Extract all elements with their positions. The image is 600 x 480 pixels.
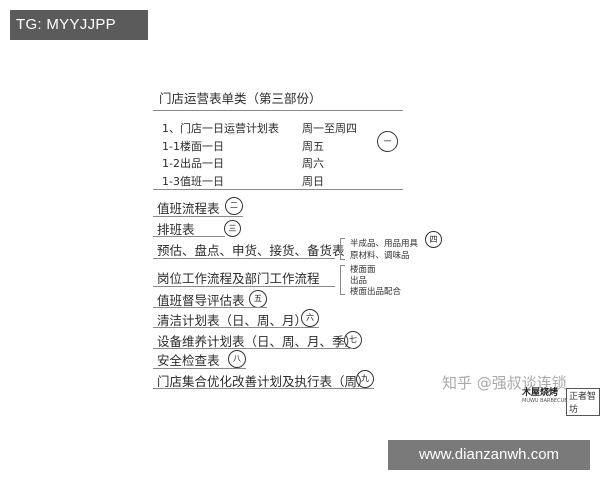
schedule-row-label: 1-2出品一日: [162, 157, 224, 170]
bracket: [340, 265, 345, 266]
schedule-row-day: 周一至周四: [302, 122, 357, 135]
form-item-label: 值班流程表: [157, 201, 220, 216]
schedule-row-label: 1-3值班一日: [162, 175, 224, 188]
divider: [153, 189, 403, 190]
schedule-row-day: 周六: [302, 157, 324, 170]
brand-logo: 木屋烧烤 MUWU BARBECUE: [522, 389, 567, 405]
section-badge: 九: [356, 370, 374, 388]
divider: [153, 236, 225, 237]
bracket: [340, 294, 345, 295]
schedule-row-label: 1-1楼面一日: [162, 140, 224, 153]
divider: [153, 327, 319, 328]
form-item-label: 值班督导评估表: [157, 293, 245, 308]
divider: [153, 216, 243, 217]
document-title: 门店运营表单类（第三部份）: [159, 91, 322, 106]
form-item-label: 岗位工作流程及部门工作流程: [157, 271, 320, 286]
prep-note: 半成品、用品用具: [350, 239, 419, 249]
role-note: 楼面出品配合: [350, 287, 402, 297]
bracket: [340, 265, 341, 295]
divider: [153, 286, 335, 287]
section-badge: 六: [301, 309, 319, 327]
schedule-row-label: 1、门店一日运营计划表: [162, 122, 279, 135]
logo-name: 正者智坊: [566, 388, 600, 416]
zhihu-watermark: 知乎 @强叔谈连锁: [442, 374, 567, 392]
form-item-label: 门店集合优化改善计划及执行表（周）: [157, 374, 370, 389]
divider: [153, 368, 246, 369]
divider: [153, 258, 335, 259]
divider: [153, 110, 403, 111]
section-badge: 四: [425, 231, 442, 248]
divider: [153, 348, 353, 349]
section-badge: 一: [377, 131, 398, 152]
divider: [153, 388, 374, 389]
bracket: [340, 259, 345, 260]
form-item-label: 预估、盘点、申货、接货、备货表: [157, 243, 345, 258]
role-note: 出品: [350, 276, 368, 286]
section-badge: 八: [228, 350, 246, 368]
section-badge: 三: [224, 220, 241, 237]
logo-mark: 木屋烧烤: [522, 388, 559, 398]
form-item-label: 排班表: [157, 222, 195, 237]
schedule-row-day: 周五: [302, 140, 324, 153]
prep-note: 原材料、调味品: [350, 251, 410, 261]
divider: [153, 307, 267, 308]
section-badge: 二: [225, 197, 243, 215]
schedule-row-day: 周日: [302, 175, 324, 188]
bracket: [340, 238, 345, 239]
bracket: [340, 238, 341, 260]
role-note: 楼面面: [350, 265, 376, 275]
tg-tag: TG: MYYJJPP: [10, 10, 148, 40]
section-badge: 七: [344, 331, 362, 349]
form-item-label: 安全检查表: [157, 353, 220, 368]
logo-subtitle: MUWU BARBECUE: [522, 398, 568, 404]
form-item-label: 清洁计划表（日、周、月）: [157, 313, 308, 328]
section-badge: 五: [249, 290, 267, 308]
form-item-label: 设备维养计划表（日、周、月、季）: [157, 334, 358, 349]
site-watermark: www.dianzanwh.com: [388, 440, 590, 470]
